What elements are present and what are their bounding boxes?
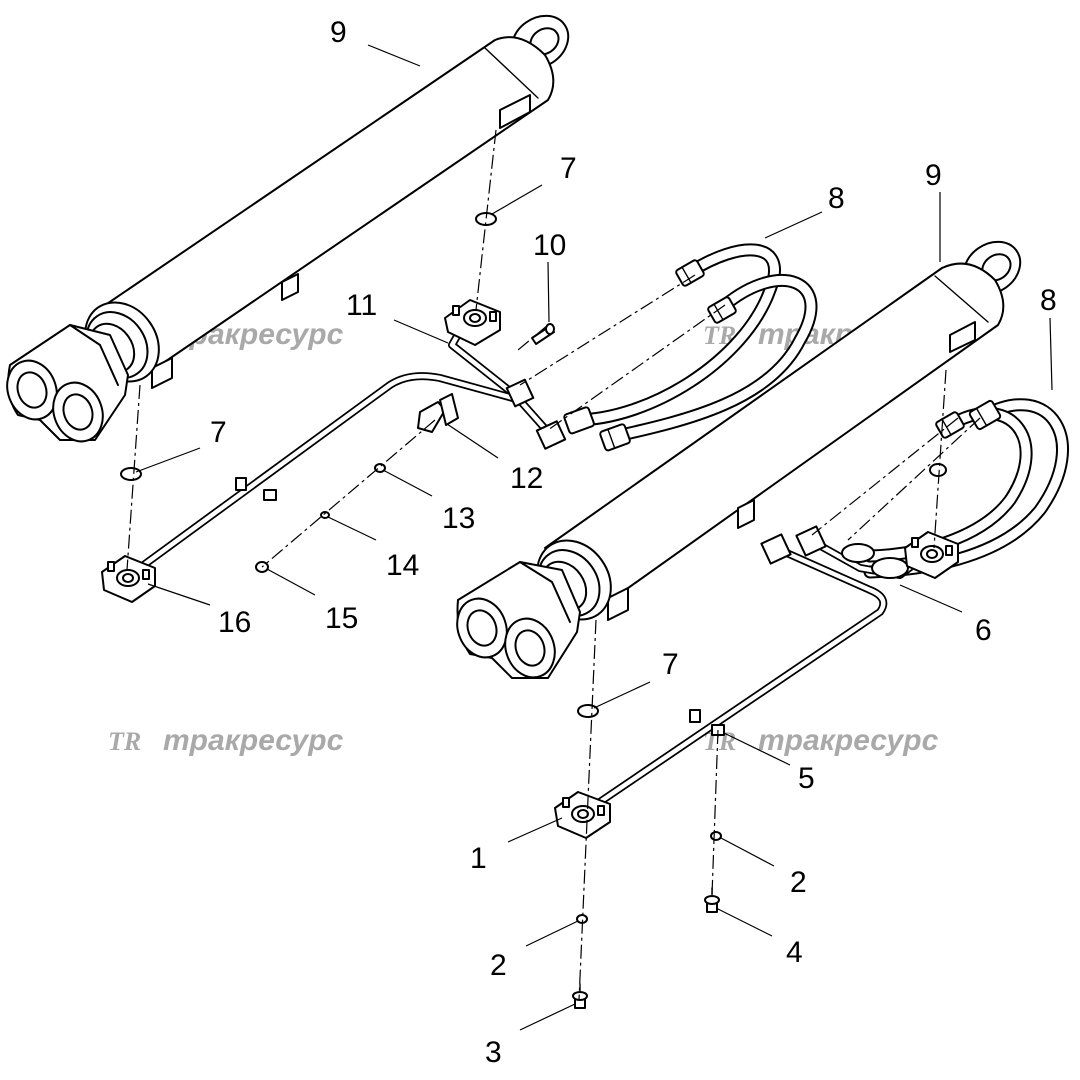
callout-11: 11	[346, 289, 377, 322]
pipe-lower	[581, 525, 934, 816]
bolt-3	[572, 983, 588, 1009]
washer-2-right	[710, 831, 722, 841]
svg-text:тракресурс: тракресурс	[163, 724, 344, 757]
callout-1: 1	[470, 842, 487, 875]
o-ring-right	[929, 463, 947, 477]
pipe-clamp-upper	[235, 477, 277, 501]
flange-16	[101, 555, 156, 603]
callout-10: 10	[533, 229, 566, 262]
callout-7-lower: 7	[662, 648, 679, 681]
watermark-bottom-left: TR тракресурс	[108, 724, 344, 757]
callout-6: 6	[975, 614, 992, 647]
callout-9-lower: 9	[925, 159, 942, 192]
hydraulic-cylinder-lower	[456, 240, 1022, 679]
washer-13	[374, 463, 386, 473]
clip-12	[417, 393, 459, 433]
flange-1	[554, 791, 611, 839]
callout-7-upper: 7	[560, 152, 577, 185]
svg-text:TR: TR	[108, 727, 141, 756]
callout-14: 14	[386, 549, 419, 582]
callouts: 9 7 8 9 10 8 11 7 12 13 14 15 16 6 7 5 1…	[210, 16, 1057, 1069]
callout-8-upper: 8	[828, 182, 845, 215]
bolt-10	[531, 323, 555, 345]
hydraulic-cylinder-upper	[6, 14, 570, 443]
o-ring-middle	[577, 704, 599, 718]
pipe-upper	[126, 318, 567, 579]
svg-text:тракресурс: тракресурс	[758, 724, 939, 757]
callout-2-left: 2	[490, 949, 507, 982]
hoses-upper	[563, 243, 818, 452]
hoses-lower	[863, 398, 1069, 579]
nut-14	[320, 511, 330, 519]
assembly-lines	[126, 129, 981, 1001]
callout-7-left: 7	[210, 416, 227, 449]
callout-9-upper: 9	[330, 16, 347, 49]
callout-5: 5	[798, 762, 815, 795]
callout-13: 13	[442, 502, 475, 535]
o-ring-left	[120, 467, 142, 481]
watermark-bottom-right: TR тракресурс	[703, 724, 939, 757]
callout-15: 15	[325, 602, 358, 635]
callout-8-lower: 8	[1040, 284, 1057, 317]
callout-2-right: 2	[790, 866, 807, 899]
callout-4: 4	[786, 936, 803, 969]
callout-12: 12	[510, 462, 543, 495]
leader-lines	[135, 44, 1053, 1031]
callout-3: 3	[485, 1036, 502, 1069]
flange-6	[904, 531, 959, 579]
callout-16: 16	[218, 606, 251, 639]
flange-upper-right	[444, 299, 501, 346]
